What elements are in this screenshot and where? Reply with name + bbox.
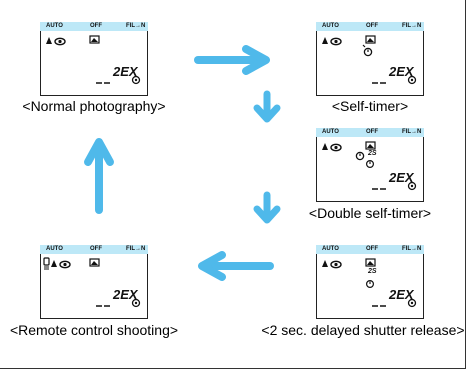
lcd-status-bar: AUTO OFF FIL→N — [316, 22, 424, 31]
flash-icon — [45, 37, 52, 44]
frame-counter: 2EX — [113, 64, 138, 79]
self-timer-icon — [355, 151, 364, 161]
caption-delayed-release: <2 sec. delayed shutter release> — [261, 322, 465, 338]
lcd-status-bar: AUTO OFF FIL→N — [316, 245, 424, 254]
lcd-screen: 2EX — [316, 31, 424, 96]
frame-counter: 2EX — [389, 64, 414, 79]
arrow-up — [84, 138, 114, 214]
film-label: FIL→N — [402, 23, 422, 29]
red-eye-icon — [329, 143, 342, 152]
lcd-panel-remote: AUTO OFF FIL→N 2EX — [40, 245, 148, 319]
off-label: OFF — [366, 129, 378, 135]
caption-normal: <Normal photography> — [22, 98, 166, 114]
film-label: FIL→N — [402, 246, 422, 252]
flash-mode-icon — [364, 35, 376, 44]
frame-counter-icon — [371, 181, 416, 191]
frame-counter: 2EX — [389, 170, 414, 185]
flash-icon — [321, 143, 328, 150]
frame-counter-icon — [371, 298, 416, 308]
remote-icon — [42, 257, 50, 270]
red-eye-icon — [329, 260, 342, 269]
film-label: FIL→N — [126, 23, 146, 29]
frame-counter-icon — [371, 75, 416, 85]
auto-label: AUTO — [46, 23, 63, 29]
off-label: OFF — [90, 246, 102, 252]
lcd-screen: 2S 2EX — [316, 254, 424, 319]
lcd-status-bar: AUTO OFF FIL→N — [40, 245, 148, 254]
arrow-left — [198, 251, 274, 281]
off-label: OFF — [366, 23, 378, 29]
off-label: OFF — [90, 23, 102, 29]
caption-double-self-timer: <Double self-timer> — [308, 205, 432, 221]
lcd-panel-double-self-timer: AUTO OFF FIL→N 2S 2EX — [316, 128, 424, 202]
auto-label: AUTO — [322, 129, 339, 135]
arrow-down-1 — [253, 90, 281, 123]
lcd-status-bar: AUTO OFF FIL→N — [40, 22, 148, 31]
lcd-screen: 2EX — [40, 31, 148, 96]
lcd-panel-normal: AUTO OFF FIL→N 2EX — [40, 22, 148, 96]
frame-counter-icon — [95, 298, 140, 308]
frame-counter: 2EX — [389, 287, 414, 302]
caption-self-timer: <Self-timer> — [331, 98, 409, 114]
film-label: FIL→N — [126, 246, 146, 252]
flash-icon — [321, 37, 328, 44]
red-eye-icon — [329, 37, 342, 46]
red-eye-icon — [53, 37, 66, 46]
flash-icon — [321, 260, 328, 267]
lcd-status-bar: AUTO OFF FIL→N — [316, 128, 424, 137]
timer-seconds-label: 2S — [368, 150, 377, 157]
flash-icon — [50, 260, 57, 267]
self-timer-icon — [362, 44, 372, 57]
off-label: OFF — [366, 246, 378, 252]
lcd-screen: 2EX — [40, 254, 148, 319]
auto-label: AUTO — [46, 246, 63, 252]
frame-counter: 2EX — [113, 287, 138, 302]
lcd-panel-self-timer: AUTO OFF FIL→N 2EX — [316, 22, 424, 96]
frame-counter-icon — [95, 75, 140, 85]
arrow-right — [194, 45, 270, 75]
lcd-screen: 2S 2EX — [316, 137, 424, 202]
timer-seconds-label: 2S — [368, 268, 377, 275]
arrow-down-2 — [253, 191, 281, 224]
auto-label: AUTO — [322, 246, 339, 252]
flash-mode-icon — [364, 258, 376, 267]
auto-label: AUTO — [322, 23, 339, 29]
second-timer-icon — [365, 160, 374, 169]
red-eye-icon — [58, 260, 71, 269]
second-timer-icon — [365, 280, 374, 289]
flash-mode-icon — [88, 258, 100, 267]
lcd-panel-delayed-release: AUTO OFF FIL→N 2S 2EX — [316, 245, 424, 319]
film-label: FIL→N — [402, 129, 422, 135]
caption-remote: <Remote control shooting> — [9, 322, 179, 338]
flash-mode-icon — [364, 141, 376, 150]
flash-mode-icon — [88, 35, 100, 44]
